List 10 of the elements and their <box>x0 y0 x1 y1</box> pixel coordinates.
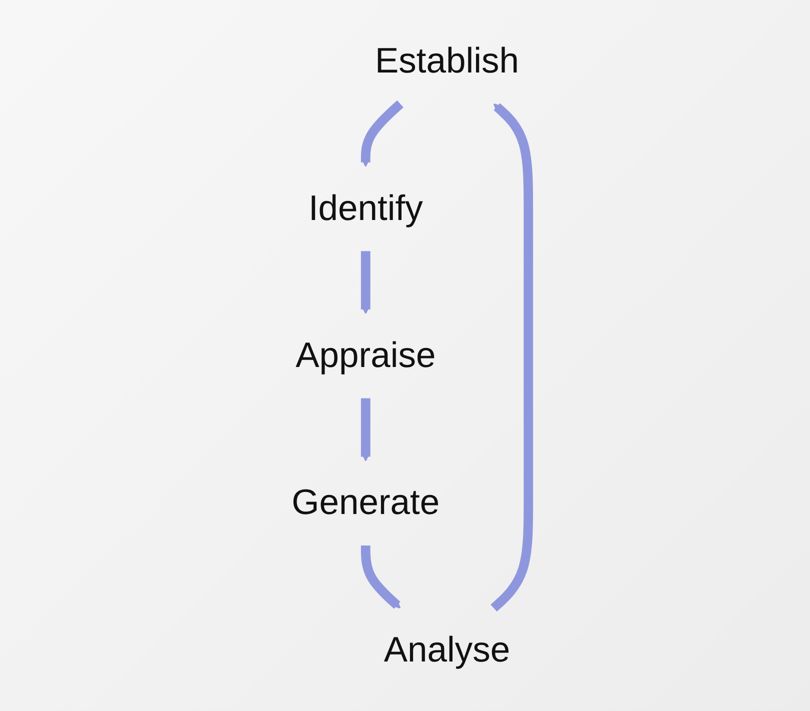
node-text: Generate <box>291 482 440 522</box>
arrow <box>360 398 370 461</box>
arrow <box>360 544 400 608</box>
arrow <box>360 100 404 166</box>
node-text: Identify <box>308 188 423 228</box>
arrow <box>360 250 370 314</box>
node-text: Analyse <box>384 630 510 670</box>
node-text: Establish <box>374 40 519 80</box>
node-text: Appraise <box>295 335 436 375</box>
arrow <box>490 102 533 612</box>
